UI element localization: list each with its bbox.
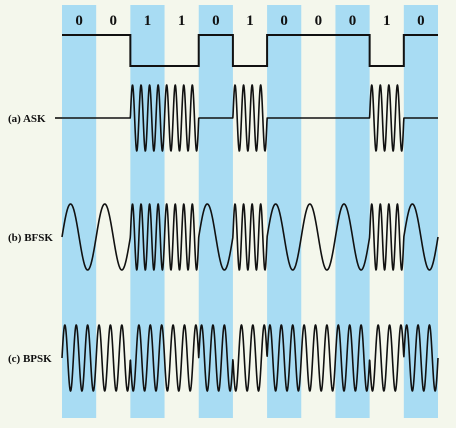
- bpsk-waveform: [61, 324, 439, 392]
- bit-label-1: 0: [75, 13, 83, 29]
- bfsk-label: (b) BFSK: [8, 232, 53, 244]
- bit-label-6: 1: [246, 13, 254, 29]
- bit-labels: 0 0 1 1 0 1 0 0 0 1 0: [75, 13, 424, 29]
- bit-label-2: 0: [110, 13, 118, 29]
- bit-label-11: 0: [417, 13, 425, 29]
- row-labels: (a) ASK (b) BFSK (c) BPSK: [8, 113, 53, 365]
- bit-label-9: 0: [349, 13, 357, 29]
- bfsk-waveform: [61, 203, 439, 271]
- ask-waveform: [61, 84, 439, 152]
- bit-label-4: 1: [178, 13, 186, 29]
- bit-label-3: 1: [144, 13, 152, 29]
- bit-label-5: 0: [212, 13, 220, 29]
- bit-label-7: 0: [280, 13, 288, 29]
- bpsk-label: (c) BPSK: [8, 353, 52, 365]
- waveforms: [55, 34, 439, 392]
- bit-label-10: 1: [383, 13, 391, 29]
- ask-label: (a) ASK: [8, 113, 46, 125]
- data-signal-line: [62, 34, 438, 67]
- bit-label-8: 0: [315, 13, 323, 29]
